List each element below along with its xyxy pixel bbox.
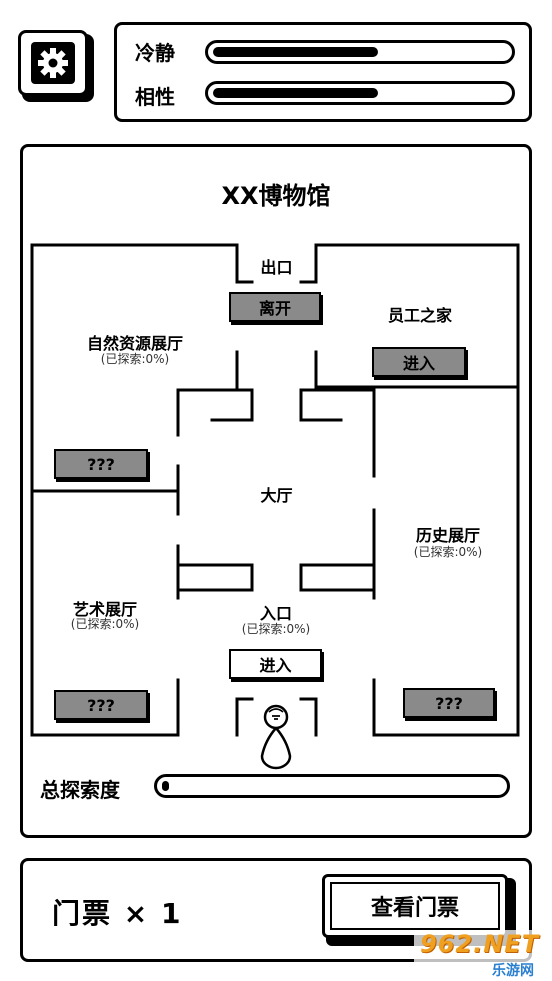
stat-bar-calm-fill [213, 47, 378, 57]
art-hall-label: 艺术展厅 [72, 600, 137, 619]
stat-bar-calm [205, 40, 515, 64]
total-exploration-bar-fill [162, 781, 169, 791]
stat-bar-affinity-fill [213, 88, 378, 98]
gear-icon [38, 48, 68, 78]
museum-title: XX博物馆 [221, 182, 331, 210]
exit-label: 出口 [260, 258, 293, 277]
art-hall-explored: (已探索:0%) [70, 617, 140, 631]
view-ticket-label: 查看门票 [370, 896, 459, 921]
stats-panel: 冷静 相性 [114, 22, 532, 122]
entrance-enter-button[interactable]: 进入 [229, 649, 322, 679]
entrance-label: 入口 [259, 604, 292, 623]
nature-hall-explored: (已探索:0%) [100, 352, 170, 366]
entrance-explored: (已探索:0%) [241, 622, 311, 636]
watermark-logo: 962.NET 乐游网 [414, 930, 550, 980]
watermark-brand: 962.NET [420, 930, 540, 958]
total-exploration-bar [154, 774, 510, 798]
leave-button[interactable]: 离开 [229, 292, 321, 322]
history-hall-explored: (已探索:0%) [413, 545, 483, 559]
history-hall-button[interactable]: ??? [403, 688, 495, 718]
art-hall-button[interactable]: ??? [54, 690, 148, 720]
character-icon [260, 704, 292, 770]
settings-button[interactable] [18, 30, 94, 102]
stat-label-calm: 冷静 [135, 41, 175, 65]
nature-hall-button[interactable]: ??? [54, 449, 148, 479]
stat-label-affinity: 相性 [135, 85, 175, 109]
ticket-count: 门票 × 1 [52, 897, 183, 930]
stat-bar-affinity [205, 81, 515, 105]
history-hall-label: 历史展厅 [415, 526, 480, 545]
staff-room-label: 员工之家 [387, 306, 452, 325]
watermark-sub: 乐游网 [492, 963, 534, 979]
staff-room-enter-button[interactable]: 进入 [372, 347, 466, 377]
nature-hall-label: 自然资源展厅 [86, 334, 183, 353]
great-hall-label: 大厅 [260, 486, 293, 505]
total-exploration-label: 总探索度 [40, 778, 120, 802]
